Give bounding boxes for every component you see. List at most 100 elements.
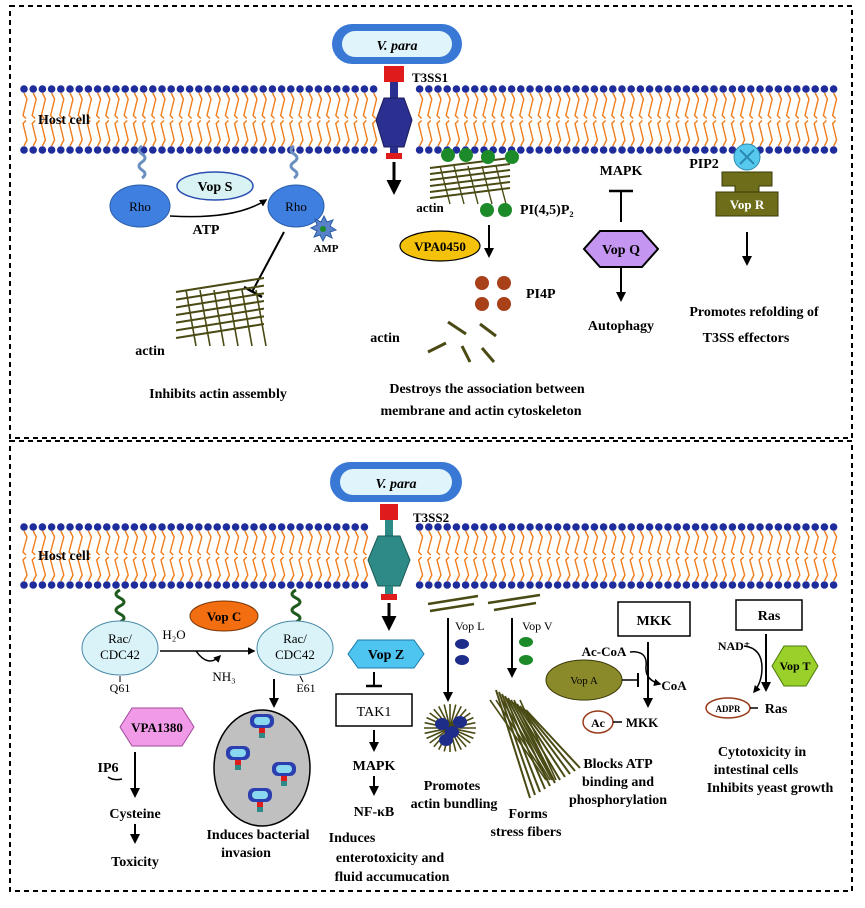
ac-label: Ac — [591, 716, 606, 730]
rac-left-line1: Rac/ — [108, 631, 132, 646]
destroys-line1: Destroys the association between — [389, 382, 585, 397]
mapk-top-label: MAPK — [600, 164, 643, 179]
invasion-line2: invasion — [221, 846, 271, 861]
vop-z-node — [347, 639, 425, 669]
blocks-line2: binding and — [582, 775, 654, 790]
mkk-label: MKK — [637, 614, 672, 629]
vop-a-label: Vop A — [570, 675, 598, 687]
fibers-line2: stress fibers — [491, 825, 562, 840]
vop-q-node — [582, 230, 660, 268]
cyto-line2: intestinal cells — [714, 763, 799, 778]
vop-r-label: Vop R — [730, 197, 765, 212]
rac-right-line1: Rac/ — [283, 631, 307, 646]
vop-v-label: Vop V — [522, 619, 553, 633]
vop-t-node — [771, 645, 819, 687]
vop-s-node — [176, 171, 254, 201]
toxicity-label: Toxicity — [111, 855, 159, 870]
entero-line1: Induces — [329, 831, 376, 846]
actin-left-label: actin — [135, 344, 165, 359]
inhibition-bar-rho — [251, 231, 285, 293]
vpa1380-node — [119, 707, 195, 747]
rac-right-line2: CDC42 — [275, 647, 315, 662]
actin-bundle-icon — [424, 704, 476, 752]
pi4p-lipid-icons — [475, 276, 511, 311]
nfkb-label: NF-κB — [354, 805, 394, 820]
top-panel-frame — [9, 5, 853, 439]
pi4p-label: PI4P — [526, 287, 556, 302]
autophagy-label: Autophagy — [588, 319, 654, 334]
nad-label: NAD⁺ — [718, 639, 750, 653]
rac-left-anchor — [114, 588, 126, 624]
ras-product-label: Ras — [765, 702, 788, 717]
rho-right-label: Rho — [285, 199, 307, 214]
e61-label: E61 — [296, 681, 315, 695]
bottom-panel-frame — [9, 440, 853, 892]
entero-line3: fluid accumucation — [335, 870, 450, 885]
cyto-line1: Cytotoxicity in — [718, 745, 806, 760]
vpa1380-label: VPA1380 — [131, 720, 183, 735]
vop-t-label: Vop T — [779, 659, 810, 673]
t3ss2-injectisome-icon — [367, 504, 411, 600]
atp-label: ATP — [193, 223, 220, 238]
host-cell-label-bottom: Host cell — [38, 549, 90, 564]
t3ss1-label: T3SS1 — [412, 70, 448, 85]
rac-left-node — [81, 620, 159, 676]
pi45p2-lipid-icons — [441, 148, 519, 217]
cell-membrane-bilayer-top — [20, 85, 838, 154]
pathogen-bottom-label: V. para — [376, 477, 417, 492]
amp-label: AMP — [313, 243, 338, 255]
t3ss1-injectisome-icon — [375, 66, 413, 159]
rho-right-anchor — [289, 144, 299, 180]
adpr-label: ADPR — [716, 704, 741, 714]
pi45p2-label: PI(4,5)P₂ — [520, 203, 574, 218]
vop-v-protein-icon — [519, 637, 533, 647]
vop-l-label: Vop L — [455, 619, 484, 633]
ras-label: Ras — [758, 609, 781, 624]
ip6-label: IP6 — [98, 761, 119, 776]
v-para-pathogen-icon — [332, 24, 462, 64]
vop-c-label: Vop C — [207, 609, 242, 624]
actin-bottom-label: actin — [370, 331, 400, 346]
rho-left-label: Rho — [129, 199, 151, 214]
actin-filaments-left-icon — [175, 277, 267, 347]
mapk-bottom-label: MAPK — [353, 759, 396, 774]
vop-q-label: Vop Q — [602, 243, 640, 258]
actin-mid-label: actin — [416, 200, 444, 215]
tak1-box — [335, 693, 413, 727]
fibers-line1: Forms — [509, 807, 548, 822]
actin-fragments-icon — [427, 320, 497, 363]
acetylation-arrow — [629, 651, 662, 687]
q61-label: Q61 — [110, 681, 131, 695]
vpa0450-label: VPA0450 — [414, 239, 466, 254]
stress-fibers-icon — [489, 689, 581, 799]
adp-ribosylation-arrow — [743, 645, 763, 694]
inhibits-actin-label: Inhibits actin assembly — [149, 387, 287, 402]
pip2-label: PIP2 — [689, 157, 719, 172]
rho-left-node — [109, 184, 171, 228]
rac-right-node — [256, 620, 334, 676]
vop-s-label: Vop S — [198, 180, 233, 195]
host-cell-label: Host cell — [38, 113, 90, 128]
ac-coa-label: Ac-CoA — [582, 644, 627, 659]
cell-membrane-bilayer-bottom — [20, 523, 838, 589]
tak1-label: TAK1 — [357, 705, 392, 720]
v-para-pathogen-bottom-icon — [330, 462, 462, 502]
bundling-line2: actin bundling — [411, 797, 498, 812]
internalized-bacteria-icons — [226, 714, 296, 812]
ras-box — [735, 599, 803, 631]
h2o-label: H₂O — [162, 627, 185, 642]
rac-right-anchor — [290, 588, 302, 624]
mkk-product-label: MKK — [626, 715, 659, 730]
cyto-line3: Inhibits yeast growth — [707, 781, 834, 796]
pathogen-label: V. para — [377, 39, 418, 54]
vop-l-protein-icon — [455, 639, 469, 649]
vop-r-cup-icon — [721, 171, 773, 193]
actin-filaments-mid-icon — [429, 157, 511, 205]
invasion-line1: Induces bacterial — [206, 828, 309, 843]
rho-modification-arrow — [169, 199, 268, 218]
refolding-line2: T3SS effectors — [703, 331, 790, 346]
host-cell-invasion-icon — [213, 709, 311, 827]
cysteine-label: Cysteine — [109, 807, 160, 822]
